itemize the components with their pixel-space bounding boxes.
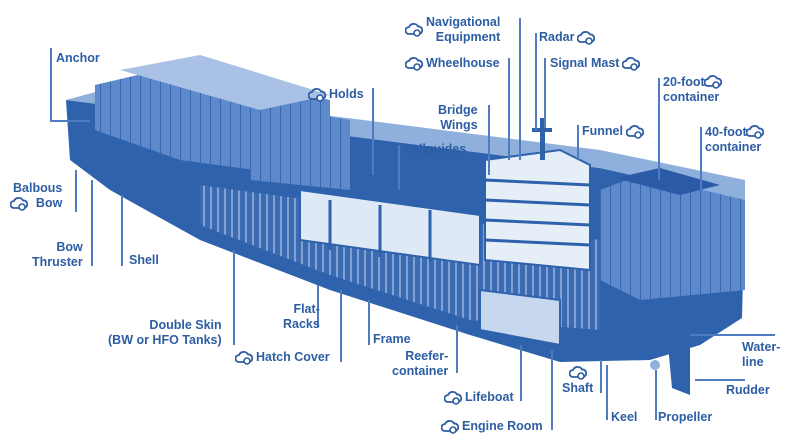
leader-line	[606, 365, 608, 420]
label-lifeboat[interactable]: Lifeboat	[444, 390, 514, 405]
leader-line	[340, 290, 342, 362]
leader-line	[700, 127, 702, 190]
label-waterline[interactable]: Water-line	[742, 340, 781, 369]
label-funnel[interactable]: Funnel	[582, 124, 644, 139]
360-view-icon[interactable]	[622, 56, 641, 71]
leader-line	[519, 18, 521, 160]
leader-line	[317, 285, 319, 327]
label-flat-racks[interactable]: Flat-Racks	[283, 302, 320, 331]
label-signal-mast[interactable]: Signal Mast	[550, 56, 641, 71]
label-cellguides[interactable]: Cellguides	[403, 142, 467, 156]
leader-line	[658, 78, 660, 180]
label-propeller[interactable]: Propeller	[658, 410, 713, 424]
360-view-icon[interactable]	[704, 75, 723, 89]
label-keel[interactable]: Keel	[611, 410, 638, 424]
container-stack-mid	[250, 115, 350, 190]
360-view-icon[interactable]	[444, 390, 462, 405]
leader-line	[508, 58, 510, 160]
label-frame[interactable]: Frame	[373, 332, 411, 346]
360-view-icon[interactable]	[568, 366, 587, 380]
label-reefer-container[interactable]: Reefer-container	[392, 349, 449, 378]
leader-line	[121, 195, 123, 266]
label-wheelhouse[interactable]: Wheelhouse	[405, 56, 500, 71]
leader-line	[372, 88, 374, 175]
mast	[540, 118, 545, 160]
leader-line	[690, 334, 775, 336]
open-holds	[299, 188, 481, 267]
360-view-icon[interactable]	[235, 350, 253, 365]
360-view-icon[interactable]	[405, 56, 423, 71]
360-view-icon[interactable]	[441, 419, 459, 434]
label-double-skin[interactable]: Double Skin(BW or HFO Tanks)	[108, 318, 222, 347]
leader-line	[398, 145, 400, 190]
leader-line	[50, 48, 52, 120]
leader-line	[544, 58, 546, 128]
leader-line	[75, 170, 77, 212]
leader-line	[368, 300, 370, 345]
360-view-icon[interactable]	[405, 23, 423, 37]
360-view-icon[interactable]	[625, 124, 644, 139]
label-shell[interactable]: Shell	[129, 253, 159, 267]
leader-line	[520, 345, 522, 401]
label-engine-room[interactable]: Engine Room	[441, 419, 543, 434]
superstructure	[484, 148, 591, 272]
label-shaft[interactable]: Shaft	[562, 366, 593, 396]
leader-line	[535, 33, 537, 130]
360-view-icon[interactable]	[577, 30, 596, 45]
leader-line	[600, 360, 602, 393]
360-view-icon[interactable]	[10, 197, 28, 211]
label-rudder[interactable]: Rudder	[726, 383, 770, 397]
leader-line	[695, 379, 745, 381]
leader-line	[488, 105, 490, 175]
360-view-icon[interactable]	[746, 125, 765, 139]
360-view-icon[interactable]	[308, 87, 326, 102]
container-stack-aft	[600, 175, 745, 300]
label-radar[interactable]: Radar	[539, 30, 596, 45]
label-anchor[interactable]: Anchor	[56, 51, 100, 65]
leader-line	[456, 325, 458, 373]
leader-line	[577, 125, 579, 160]
propeller	[650, 360, 660, 370]
leader-line	[551, 350, 553, 430]
rudder	[668, 340, 690, 395]
label-holds[interactable]: Holds	[308, 87, 364, 102]
leader-line	[655, 370, 657, 420]
engine-room-cutaway	[479, 288, 561, 347]
leader-line	[233, 250, 235, 345]
label-hatch-cover[interactable]: Hatch Cover	[235, 350, 330, 365]
leader-line	[91, 180, 93, 266]
leader-line	[50, 120, 90, 122]
